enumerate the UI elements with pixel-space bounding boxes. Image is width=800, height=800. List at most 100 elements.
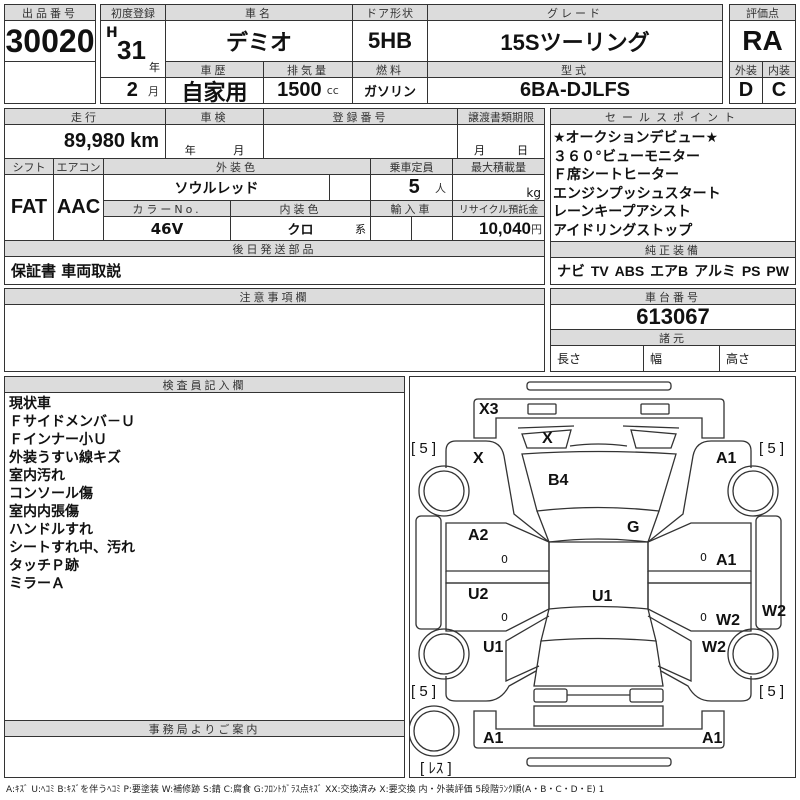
reg-number-label: 登録番号 <box>263 108 458 125</box>
chassis-number: 613067 <box>550 304 796 330</box>
int-score-label: 内装 <box>762 61 796 78</box>
int-color-value: クロ <box>287 223 314 238</box>
equipment-item: PW <box>766 263 789 279</box>
grade-label: グレード <box>427 4 723 21</box>
sales-point: レーンキープアシスト <box>553 204 691 220</box>
inspector-list: 現状車 Ｆサイドメンバ－Ｕ Ｆインナー小Ｕ 外装うすい線キズ 室内汚れ コンソー… <box>9 395 135 593</box>
door-type: 5HB <box>352 20 428 62</box>
model: 6BA-DJLFS <box>427 77 723 104</box>
zero-mark: 0 <box>501 611 508 624</box>
equipment-item: ABS <box>614 263 645 279</box>
equipment-item: TV <box>590 263 609 279</box>
equipment-item: PS <box>741 263 761 279</box>
chassis-label: 車台番号 <box>550 288 796 305</box>
displacement-label: 排気量 <box>263 61 353 78</box>
grade: 15Sツーリング <box>427 20 723 62</box>
sales-point: Ｆ席シートヒーター <box>553 167 679 183</box>
max-load: kg <box>452 174 545 201</box>
reg-number <box>263 124 458 159</box>
equipment-item: エアB <box>650 263 689 279</box>
damage-mark: B4 <box>548 472 569 489</box>
damage-mark: A2 <box>468 527 489 544</box>
later-parts: 保証書 車両取説 <box>4 256 545 285</box>
color-no: 46V <box>103 216 231 241</box>
damage-mark: W2 <box>702 639 726 656</box>
inspector-note: 外装うすい線キズ <box>9 450 121 466</box>
mileage-value: 89,980 <box>63 130 125 152</box>
equipment-list: ナビ TV ABS エアB アルミ PS PW <box>550 257 796 285</box>
car-name: デミオ <box>165 20 353 62</box>
car-name-label: 車名 <box>165 4 353 21</box>
month-unit: 月 <box>148 84 159 98</box>
inspector-label: 検査員記入欄 <box>4 376 405 393</box>
office-label: 事務局よりご案内 <box>4 720 405 737</box>
damage-mark: W2 <box>716 612 740 629</box>
inspector-note: タッチＰ跡 <box>9 558 79 574</box>
notes <box>4 304 545 372</box>
sales-points-label: セールスポイント <box>550 108 796 125</box>
score: RA <box>729 20 796 62</box>
first-reg-month: 2 月 <box>100 77 166 104</box>
inspector-note: シートすれ中、汚れ <box>9 540 135 556</box>
era: H <box>106 25 118 41</box>
inspection-year-unit: 年 <box>184 144 196 157</box>
inspector-note: 室内内張傷 <box>9 504 79 520</box>
damage-mark: U1 <box>592 588 613 605</box>
capacity-unit: 人 <box>435 181 446 195</box>
recycle-value: 10,040 <box>479 218 531 238</box>
sales-point: エンジンプッシュスタート <box>553 185 721 202</box>
capacity: 5 人 <box>370 174 453 201</box>
zero-mark: 0 <box>700 551 707 564</box>
import-label: 輸入車 <box>370 200 453 217</box>
model-label: 型式 <box>427 61 723 78</box>
transfer-month-unit: 月 <box>474 144 485 157</box>
max-load-label: 最大積載量 <box>452 158 545 175</box>
specs-label: 諸元 <box>550 329 796 346</box>
sales-points-list: ★オークションデビュー★ ３６０°ビューモニター Ｆ席シートヒーター エンジンプ… <box>553 129 721 240</box>
history: 自家用 <box>165 77 264 104</box>
displacement-value: 1500 <box>277 79 322 101</box>
equipment-item: ナビ <box>556 263 585 279</box>
ext-color: ソウルレッド <box>103 174 330 201</box>
shift-label: シフト <box>4 158 54 175</box>
month: 2 <box>126 79 138 101</box>
tire-tread-fr: [ 5 ] <box>759 440 785 457</box>
tire-tread-fl: [ 5 ] <box>411 440 437 457</box>
lot-label: 出品番号 <box>4 4 96 21</box>
ac-label: エアコン <box>53 158 104 175</box>
spare-tire: [ ﾚｽ ] <box>420 760 452 777</box>
damage-mark: U1 <box>483 639 504 656</box>
ext-score: D <box>729 77 763 104</box>
fuel-label: 燃料 <box>352 61 428 78</box>
zero-mark: 0 <box>700 611 707 624</box>
damage-mark: X <box>542 430 553 447</box>
import-b <box>411 216 453 241</box>
inspector-note: 室内汚れ <box>9 468 65 484</box>
first-reg-label: 初度登録 <box>100 4 166 21</box>
damage-mark: W2 <box>762 603 786 620</box>
inspector-note: Ｆサイドメンバ－Ｕ <box>9 414 135 430</box>
capacity-value: 5 <box>408 176 420 198</box>
color-no-label: カラーNo. <box>103 200 231 217</box>
equipment-item: アルミ <box>694 263 736 279</box>
mileage-label: 走行 <box>4 108 166 125</box>
damage-mark: A1 <box>702 730 723 747</box>
sales-point: アイドリングストップ <box>553 222 693 239</box>
recycle-unit: 円 <box>531 222 542 236</box>
import-a <box>370 216 412 241</box>
recycle-label: リサイクル預託金 <box>452 200 545 217</box>
ext-color-label: 外装色 <box>103 158 371 175</box>
lot-number: 30020 <box>4 20 96 62</box>
equipment-label: 純正装備 <box>550 241 796 258</box>
legend: A:ｷｽﾞ U:ﾍｺﾐ B:ｷｽﾞを伴うﾍｺﾐ P:要塗装 W:補修跡 S:錆 … <box>6 785 605 795</box>
tire-tread-rl: [ 5 ] <box>411 683 437 700</box>
int-color-suffix: 系 <box>355 223 366 236</box>
sales-point: ★オークションデビュー★ <box>553 130 719 146</box>
spec-length: 長さ <box>550 345 644 372</box>
history-label: 車歴 <box>165 61 264 78</box>
zero-mark: 0 <box>501 553 508 566</box>
transfer: 月日 <box>457 124 545 159</box>
lot-blank <box>4 61 96 104</box>
inspection: 年月 <box>165 124 264 159</box>
